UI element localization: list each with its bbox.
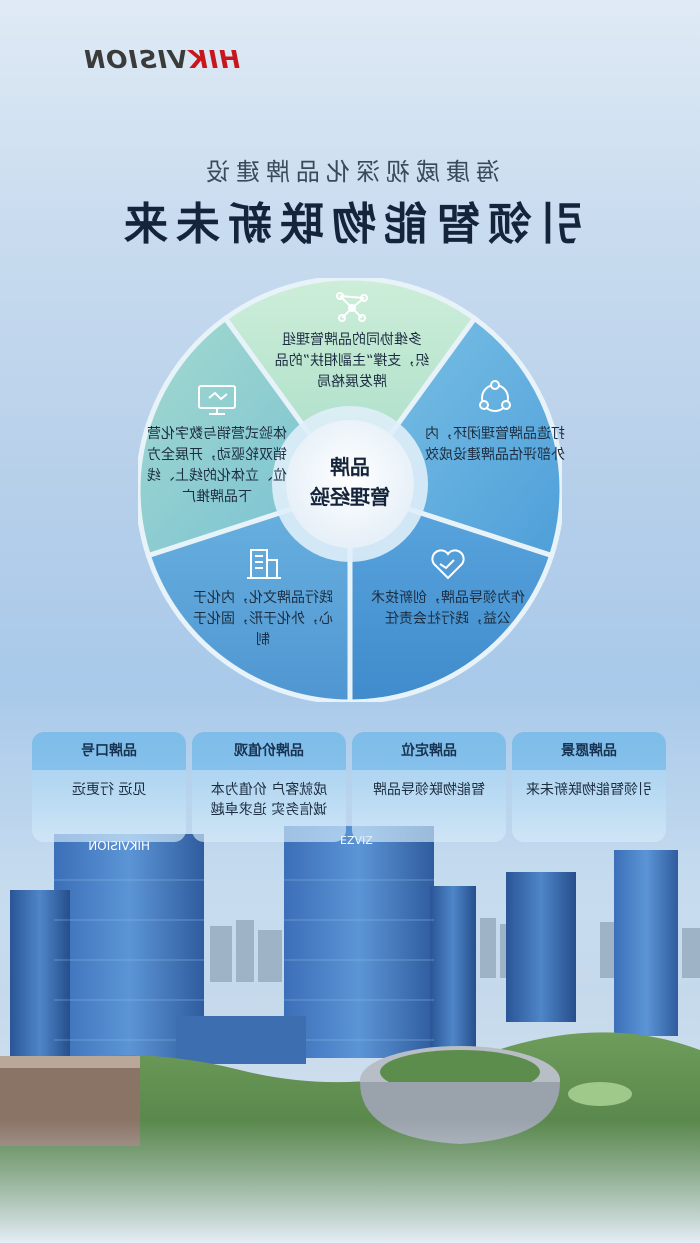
card-body: 智能物联领导品牌 (373, 782, 485, 798)
headquarters-cityscape: HIKVISION EZVIZ (0, 820, 700, 1243)
segment-top-text: 多维协同的品牌管理组织，支撑“主副相扶”的品牌发展格局 (274, 332, 430, 390)
wheel-segment-right-top-content: 打造品牌管理闭环，内外部评估品牌建设成效 (420, 378, 570, 466)
building-icon (247, 549, 281, 579)
wheel-segment-top (221, 275, 479, 495)
wheel-segment-left-top-content: 体验式营销与数字化营销双轮驱动，开展全方位、立体化的线上、线下品牌推广 (142, 382, 292, 508)
segment-left-bottom-text: 践行品牌文化，内化于心，外化于形，固化于制 (193, 590, 333, 648)
heart-handshake-icon (431, 549, 465, 580)
card-title: 品牌价值观 (234, 743, 304, 759)
tower-sign-hikvision: HIKVISION (88, 839, 150, 853)
card-brand-vision: 品牌愿景 引领智能物联新未来 (512, 732, 666, 842)
segment-right-bottom-text: 作为领导品牌，创新技术公益，践行社会责任 (371, 590, 525, 627)
wheel-segment-left-bottom-content: 践行品牌文化，内化于心，外化于形，固化于制 (188, 546, 338, 651)
page-subtitle: 海康威视深化品牌建设 (200, 158, 500, 186)
ezviz-tower (284, 826, 434, 1058)
brand-management-wheel (135, 275, 565, 705)
card-body: 成就客户 价值为本 诚信务实 追求卓越 (210, 782, 328, 818)
segment-right-top-text: 打造品牌管理闭环，内外部评估品牌建设成效 (425, 426, 565, 463)
segment-left-top-text: 体验式营销与数字化营销双轮驱动，开展全方位、立体化的线上、线下品牌推广 (147, 426, 287, 505)
card-body: 引领智能物联新未来 (526, 782, 652, 798)
center-line-2: 管理经验 (310, 485, 390, 509)
network-icon (336, 292, 368, 322)
wheel-segment-top-content: 多维协同的品牌管理组织，支撑“主副相扶”的品牌发展格局 (272, 290, 432, 393)
logo-hik-text: HIK (187, 44, 240, 74)
card-title: 品牌口号 (81, 743, 137, 759)
monitor-icon (198, 385, 236, 415)
card-brand-values: 品牌价值观 成就客户 价值为本 诚信务实 追求卓越 (192, 732, 346, 842)
wheel-graphic (135, 275, 565, 705)
card-title: 品牌愿景 (561, 743, 617, 759)
card-brand-slogan: 品牌口号 见远 行更远 (32, 732, 186, 842)
wheel-center-label: 品牌 管理经验 (286, 418, 414, 546)
logo-vision-text: VISION (83, 44, 188, 74)
card-title: 品牌定位 (401, 743, 457, 759)
wheel-segment-right-bottom-content: 作为领导品牌，创新技术公益，践行社会责任 (368, 546, 528, 630)
brand-cards: 品牌愿景 引领智能物联新未来 品牌定位 智能物联领导品牌 品牌价值观 成就客户 … (32, 732, 668, 842)
center-line-1: 品牌 (330, 455, 370, 479)
card-body: 见远 行更远 (71, 782, 147, 798)
card-brand-positioning: 品牌定位 智能物联领导品牌 (352, 732, 506, 842)
cycle-icon (479, 380, 511, 412)
page-title: 引领智能物联新未来 (116, 199, 584, 250)
